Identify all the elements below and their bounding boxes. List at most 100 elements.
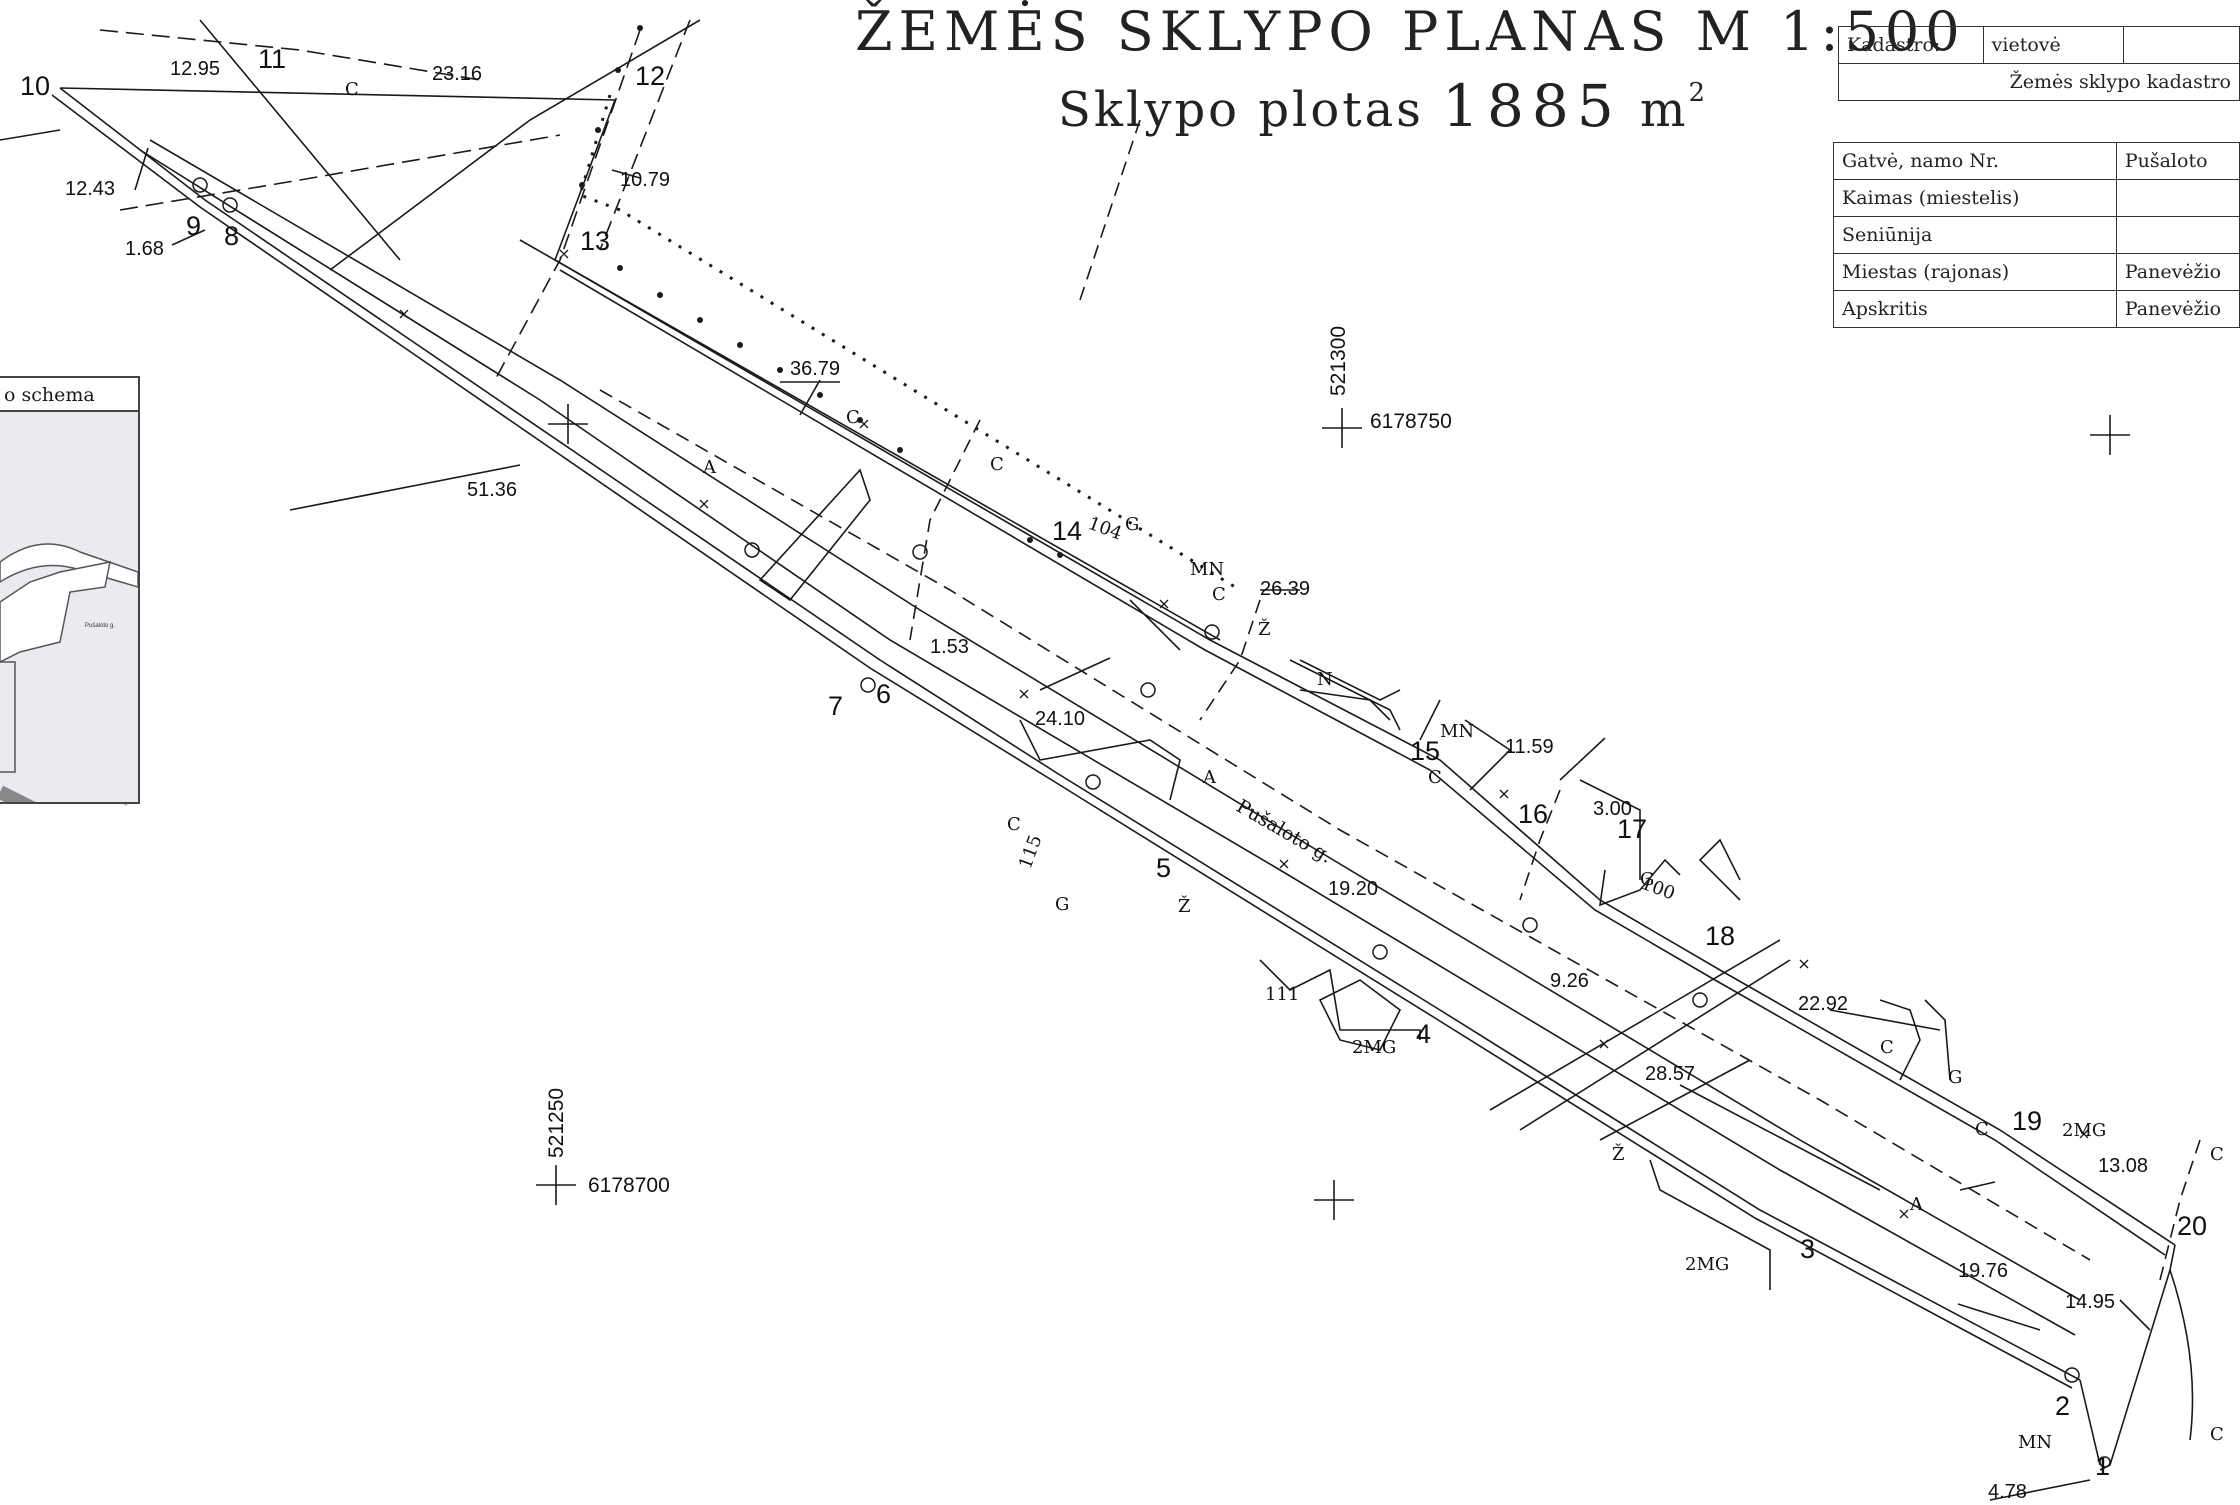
- utility-line-2: [119, 134, 561, 211]
- point-label: 19: [2012, 1106, 2042, 1136]
- grid-cross-1: [1322, 408, 1362, 448]
- zone-label: MN: [1440, 721, 1474, 742]
- diag-line-1: [199, 19, 401, 261]
- utility-line-3: [494, 29, 641, 381]
- distance-label: 12.95: [170, 58, 220, 80]
- distance-label: 9.26: [1550, 970, 1589, 992]
- address-row: Seniūnija: [1833, 216, 2240, 254]
- point-label: 11: [258, 44, 286, 74]
- crossing-lines: [1489, 939, 1791, 1141]
- point-label: 14: [1052, 516, 1082, 546]
- structure-10: [1259, 959, 1421, 1040]
- point-labels: 10 11 12 13 9 8 14 7 6 15 16 17 5 18 4 1…: [20, 44, 2207, 1481]
- address-label: Apskritis: [1833, 290, 2117, 328]
- point-label: 4: [1416, 1019, 1431, 1049]
- address-label: Seniūnija: [1833, 216, 2117, 254]
- grid-cross-4: [1314, 1180, 1354, 1220]
- utility-line-6: [1199, 599, 1261, 721]
- zone-label: 2MG: [2062, 1120, 2106, 1141]
- zone-label: C: [846, 407, 860, 428]
- distance-label: 11.59: [1505, 736, 1554, 758]
- plot-area-sup: 2: [1688, 78, 1709, 108]
- distance-label: 12.43: [65, 178, 115, 200]
- zone-label: C: [1975, 1119, 1989, 1140]
- north-strip: [519, 239, 1221, 641]
- zone-label: G: [1125, 514, 1139, 535]
- parcel-boundary-north: [59, 87, 2176, 1246]
- south-east-end: [2079, 1379, 2101, 1466]
- cadastre-location: vietovė: [1982, 26, 2125, 64]
- zone-label: Ž: [1258, 617, 1271, 640]
- structure-9: [1924, 999, 1951, 1081]
- inset-street-label: Pušaloto g.: [85, 623, 115, 629]
- address-value: Panevėžio: [2115, 290, 2240, 328]
- street-name: Pušaloto g.: [1233, 795, 1337, 868]
- distance-label: 4.78: [1988, 1481, 2027, 1503]
- point-label: 7: [828, 691, 843, 721]
- distance-label: 28.57: [1645, 1063, 1695, 1085]
- address-label: Kaimas (miestelis): [1833, 179, 2117, 217]
- distance-label: 51.36: [467, 479, 517, 501]
- grid-cross-5: [548, 404, 588, 444]
- coord-x-top: 521300: [1327, 326, 1350, 396]
- coord-y-top: 6178750: [1370, 410, 1452, 433]
- plot-area-value: 1885: [1442, 72, 1622, 140]
- structure-3: [1299, 689, 1391, 721]
- inset-header: o schema: [0, 378, 138, 412]
- distance-label: 26.39: [1260, 578, 1310, 600]
- address-row: Miestas (rajonas) Panevėžio: [1833, 253, 2240, 291]
- plot-area-prefix: Sklypo plotas: [1058, 82, 1424, 138]
- inset-map: Pušaloto g.: [0, 543, 138, 802]
- point-label: 16: [1518, 799, 1548, 829]
- zone-label: C: [345, 79, 359, 100]
- structure-6: [1599, 858, 1681, 907]
- plot-area-unit: m: [1639, 82, 1689, 138]
- structure-1: [758, 468, 871, 602]
- point-label: 13: [580, 226, 610, 256]
- point-label: 3: [1800, 1234, 1815, 1264]
- cadastre-empty: [2123, 26, 2240, 64]
- distance-label: 36.79: [790, 358, 840, 380]
- structure-7: [1698, 838, 1741, 901]
- address-value: [2115, 216, 2240, 254]
- structure-12: [1679, 1084, 1881, 1191]
- address-row: Kaimas (miestelis): [1833, 179, 2240, 217]
- zone-label: A: [1202, 767, 1217, 788]
- utility-line-1: [99, 29, 481, 81]
- point-label: 9: [186, 211, 201, 241]
- zone-label: MN: [1190, 559, 1224, 580]
- road-edge-1: [139, 149, 2076, 1336]
- zone-label: C: [1212, 584, 1226, 605]
- parcel-boundary-south: [59, 87, 2081, 1381]
- point-label: 18: [1705, 921, 1735, 951]
- east-end: [2099, 1244, 2176, 1471]
- structure-5: [1129, 599, 1181, 651]
- utility-line-5: [909, 419, 981, 641]
- north-fence: [578, 94, 1241, 592]
- east-curve: [2169, 1269, 2194, 1441]
- coord-x-bottom: 521250: [545, 1088, 568, 1158]
- diag-line-2: [329, 19, 701, 271]
- zone-label: 115: [1015, 832, 1046, 871]
- point-label: 8: [224, 221, 239, 251]
- distance-label: 14.95: [2065, 1291, 2115, 1313]
- road-edge-2: [149, 139, 2081, 1301]
- utility-line-7: [1519, 789, 1561, 901]
- distance-label: 23.16: [432, 63, 482, 85]
- plot-area-line: Sklypo plotas 1885 m2: [1058, 72, 1708, 140]
- point-label: 15: [1410, 736, 1440, 766]
- parcel-boundary-north-2: [559, 269, 2166, 1256]
- point-label: 17: [1617, 814, 1647, 844]
- zone-label: 2MG: [1352, 1037, 1396, 1058]
- zone-label: C: [1428, 767, 1442, 788]
- zone-label: C: [2210, 1144, 2224, 1165]
- diag-line-3: [0, 129, 61, 141]
- address-value: [2115, 179, 2240, 217]
- zone-label: C: [2210, 1424, 2224, 1445]
- location-scheme-inset: o schema Pušaloto g.: [0, 376, 140, 804]
- coord-y-bottom: 6178700: [588, 1174, 670, 1197]
- cadastre-label: Kadastro:: [1838, 26, 1984, 64]
- zone-label: MN: [2018, 1432, 2052, 1453]
- zone-label: 104: [1085, 513, 1124, 544]
